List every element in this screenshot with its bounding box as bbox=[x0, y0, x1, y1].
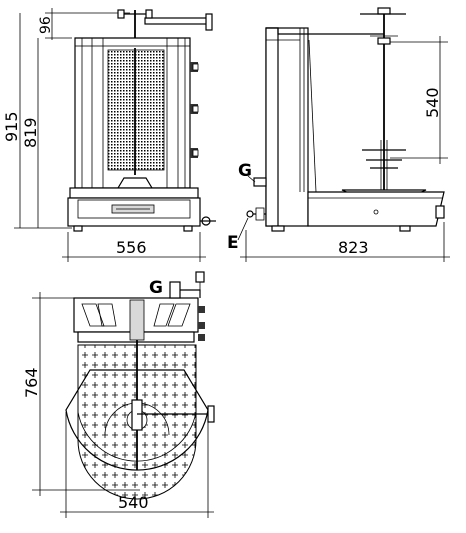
dimension-540-side: 540 bbox=[390, 36, 448, 164]
knobs bbox=[190, 62, 199, 158]
dim-label-556: 556 bbox=[116, 238, 147, 257]
side-base bbox=[246, 177, 445, 232]
burner-mesh bbox=[107, 49, 165, 171]
dim-label-540-top: 540 bbox=[118, 493, 149, 512]
dimension-540-top: 540 bbox=[60, 412, 214, 518]
callout-e-side: E bbox=[227, 233, 239, 253]
top-housing bbox=[73, 297, 205, 343]
dimension-556: 556 bbox=[62, 232, 206, 262]
side-skewer bbox=[341, 7, 427, 206]
dim-label-915: 915 bbox=[2, 111, 21, 142]
top-gas-connector bbox=[169, 271, 205, 299]
front-cabinet bbox=[74, 37, 199, 189]
dim-label-819: 819 bbox=[21, 117, 40, 148]
callout-g-top: G bbox=[149, 278, 163, 298]
dim-label-96: 96 bbox=[38, 16, 54, 34]
side-view: 540 G E 823 bbox=[227, 7, 450, 262]
dimension-823: 823 bbox=[240, 222, 450, 262]
side-column bbox=[265, 27, 384, 227]
dim-label-764: 764 bbox=[22, 367, 41, 398]
dim-label-823: 823 bbox=[338, 238, 369, 257]
top-view: 764 bbox=[22, 271, 215, 518]
dimension-819: 819 bbox=[21, 38, 40, 228]
dimension-764: 764 bbox=[22, 292, 140, 496]
front-base bbox=[67, 187, 216, 232]
front-view: 96 915 819 bbox=[2, 8, 216, 262]
dim-label-540-side: 540 bbox=[423, 87, 442, 118]
dimension-96: 96 bbox=[38, 8, 130, 40]
dimension-915: 915 bbox=[2, 13, 72, 229]
